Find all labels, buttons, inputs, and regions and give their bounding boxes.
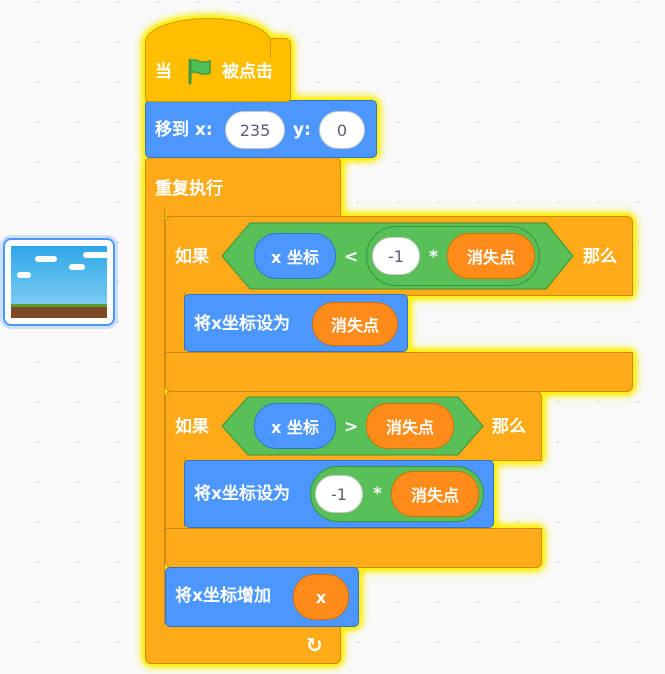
if-block-arm xyxy=(165,458,185,530)
x-input[interactable]: 235 xyxy=(225,111,285,149)
forever-block-arm xyxy=(145,208,165,628)
loop-arrow-icon: ↻ xyxy=(306,633,323,657)
if-block-bottom xyxy=(165,528,542,568)
variable-name: 消失点 xyxy=(466,248,515,267)
reporter-text: x 坐标 xyxy=(271,248,319,267)
sprite-image xyxy=(11,246,107,318)
forever-label: 重复执行 xyxy=(155,179,223,199)
variable-reporter[interactable]: 消失点 xyxy=(391,471,479,517)
if-label: 如果 xyxy=(175,247,209,267)
reporter-text: x 坐标 xyxy=(271,418,319,437)
set-x-label: 将x坐标设为 xyxy=(194,484,290,504)
cloud-shape xyxy=(83,252,107,258)
then-label: 那么 xyxy=(492,417,526,437)
operator-symbol: * xyxy=(373,484,382,504)
set-x-label: 将x坐标设为 xyxy=(194,314,290,334)
variable-name: 消失点 xyxy=(410,486,459,505)
hat-cap xyxy=(145,18,271,58)
x-position-reporter[interactable]: x 坐标 xyxy=(254,403,336,449)
y-input[interactable]: 0 xyxy=(319,111,365,149)
input-text: 0 xyxy=(336,120,348,140)
green-flag-icon xyxy=(188,58,211,85)
change-x-label: 将x坐标增加 xyxy=(175,586,271,606)
variable-name: 消失点 xyxy=(385,418,434,437)
forever-block-bottom xyxy=(145,626,341,664)
input-text: -1 xyxy=(388,246,404,266)
when-label: 当 xyxy=(155,62,172,82)
sprite-thumbnail[interactable] xyxy=(3,238,115,326)
operator-symbol: < xyxy=(344,247,359,267)
x-position-reporter[interactable]: x 坐标 xyxy=(254,233,336,279)
clicked-label: 被点击 xyxy=(222,62,273,82)
cloud-shape xyxy=(35,256,57,262)
operator-symbol: * xyxy=(429,247,438,267)
variable-name: x xyxy=(315,587,327,607)
variable-reporter[interactable]: x xyxy=(293,574,349,620)
cloud-shape xyxy=(17,272,31,278)
number-input[interactable]: -1 xyxy=(315,475,363,513)
y-label: y: xyxy=(293,120,311,140)
cloud-shape xyxy=(69,264,85,270)
number-input[interactable]: -1 xyxy=(372,237,420,275)
input-text: -1 xyxy=(331,484,347,504)
if-block-arm xyxy=(165,292,185,354)
variable-reporter[interactable]: 消失点 xyxy=(447,233,535,279)
input-text: 235 xyxy=(239,120,271,140)
if-block-bottom xyxy=(165,352,633,392)
then-label: 那么 xyxy=(583,247,617,267)
variable-name: 消失点 xyxy=(330,316,379,335)
ground-strip xyxy=(11,304,107,318)
variable-reporter[interactable]: 消失点 xyxy=(366,403,454,449)
variable-reporter[interactable]: 消失点 xyxy=(312,302,398,346)
go-to-label: 移到 x: xyxy=(155,120,213,140)
operator-symbol: > xyxy=(344,417,359,437)
if-label: 如果 xyxy=(175,417,209,437)
